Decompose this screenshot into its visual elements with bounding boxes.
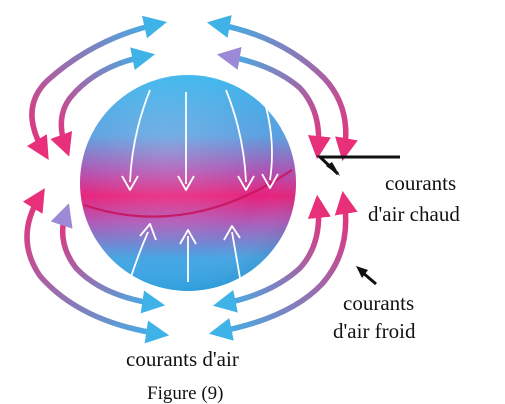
cold-air-label-line2: d'air froid — [333, 321, 416, 342]
warm-air-label-line2: d'air chaud — [368, 204, 460, 225]
figure-number: Figure (9) — [147, 384, 224, 403]
warm-air-label-line1: courants — [385, 173, 456, 194]
cold-air-pointer — [356, 266, 376, 284]
cold-air-label-line1: courants — [343, 293, 414, 314]
caption: courants d'air — [126, 349, 239, 370]
